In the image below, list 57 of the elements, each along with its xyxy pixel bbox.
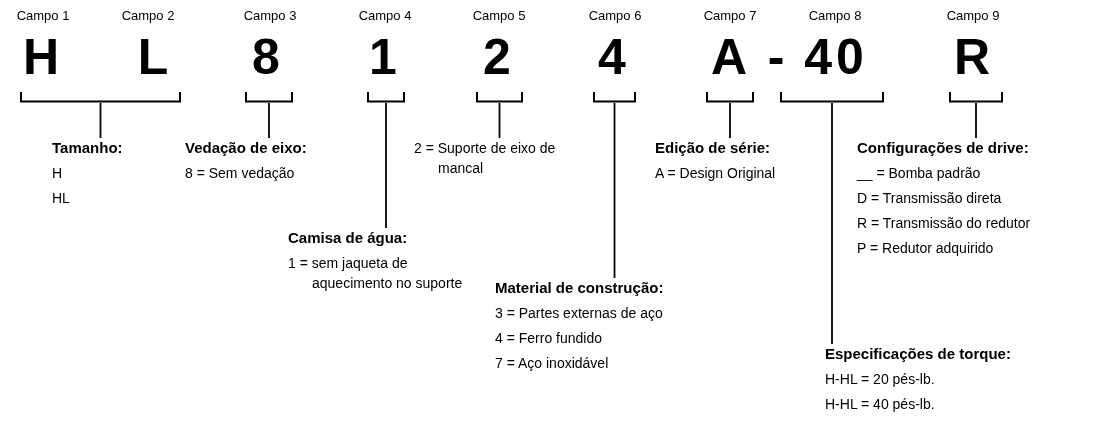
code-description: A = Design Original [655,164,777,183]
field-label: Campo 1 [16,8,70,24]
field-heading: Material de construção: [495,278,665,298]
field-label: Campo 9 [946,8,1000,24]
code-description: 2 = Suporte de eixo de mancal [414,139,557,178]
code-character: R [953,32,995,82]
bracket [367,92,405,103]
code-description: 8 = Sem vedação [185,164,296,183]
code-character: A [710,32,752,82]
leader-line [613,102,616,279]
code-description: H-HL = 40 pés-lb. [825,395,936,414]
leader-line [385,102,387,229]
code-description: H-HL = 20 pés-lb. [825,370,936,389]
code-description: P = Redutor adquirido [857,239,995,258]
field-label: Campo 7 [703,8,757,24]
field-heading: Tamanho: [52,138,124,158]
bracket [706,92,754,103]
field-label: Campo 6 [588,8,642,24]
bracket [780,92,884,103]
bracket [476,92,523,103]
code-character: H [22,32,64,82]
code-description: 1 = sem jaqueta de aquecimento no suporte [288,254,464,293]
code-description: 3 = Partes externas de aço [495,304,664,323]
bracket [593,92,636,103]
field-label: Campo 3 [243,8,297,24]
field-label: Campo 2 [121,8,175,24]
code-description: 4 = Ferro fundido [495,329,603,348]
leader-line [99,102,102,139]
leader-line [975,102,977,139]
field-heading: Configurações de drive: [857,138,1030,158]
code-description: __ = Bomba padrão [857,164,982,183]
leader-line [729,102,731,139]
field-label: Campo 4 [358,8,412,24]
bracket [20,92,181,103]
leader-line [831,102,833,345]
code-character: 4 [598,32,630,82]
field-heading: Vedação de eixo: [185,138,308,158]
code-character: - [767,32,789,82]
field-heading: Especificações de torque: [825,344,1012,364]
code-description: 7 = Aço inoxidável [495,354,610,373]
code-character: L [137,32,173,82]
code-character: 8 [252,32,284,82]
field-heading: Camisa de água: [288,228,409,248]
code-character: 2 [483,32,515,82]
bracket [949,92,1003,103]
field-label: Campo 5 [472,8,526,24]
code-description: H [52,164,64,183]
bracket [245,92,293,103]
leader-line [268,102,270,139]
code-description: R = Transmissão do redutor [857,214,1032,233]
field-label: Campo 8 [808,8,862,24]
code-character: 1 [369,32,401,82]
leader-line [498,102,501,139]
code-description: D = Transmissão direta [857,189,1003,208]
field-heading: Edição de série: [655,138,772,158]
code-character: 40 [804,32,868,82]
code-description: HL [52,189,71,208]
